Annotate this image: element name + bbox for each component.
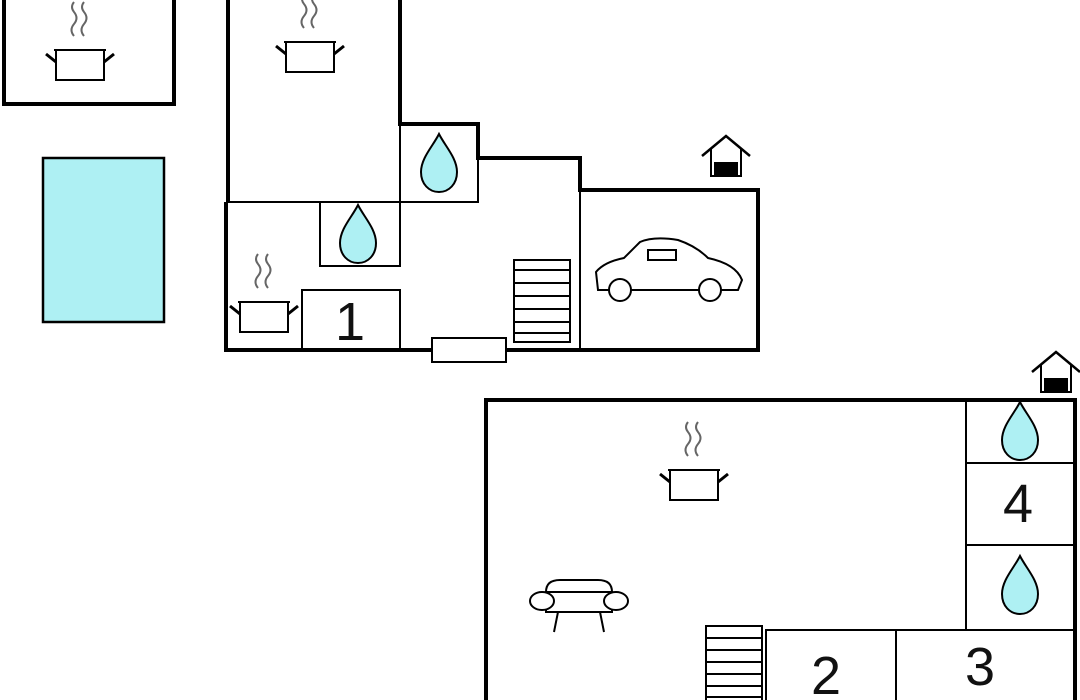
room-number-3: 3 (965, 637, 995, 697)
water-drop-icon (1001, 401, 1039, 461)
room-number-4: 4 (1003, 474, 1033, 534)
stairs-icon (513, 259, 571, 343)
car-icon (594, 237, 744, 302)
cooking-pot-icon (658, 420, 730, 502)
main-building: 1 (224, 0, 760, 363)
water-drop-icon (420, 133, 458, 193)
house-entrance-icon (1030, 350, 1080, 394)
lower-building: 4 2 3 (484, 350, 1080, 700)
room-number-1: 1 (335, 292, 365, 352)
cooking-pot-icon (274, 0, 346, 74)
water-drop-icon (1001, 555, 1039, 615)
cooking-pot-icon (44, 0, 116, 82)
house-entrance-icon (700, 134, 752, 178)
stairs-icon (705, 625, 763, 700)
sofa-icon (529, 579, 629, 633)
annex-building (2, 0, 176, 106)
room-number-2: 2 (811, 646, 841, 700)
swimming-pool (41, 156, 166, 324)
water-drop-icon (339, 204, 377, 264)
cooking-pot-icon (228, 252, 300, 334)
entrance-step (431, 337, 507, 363)
